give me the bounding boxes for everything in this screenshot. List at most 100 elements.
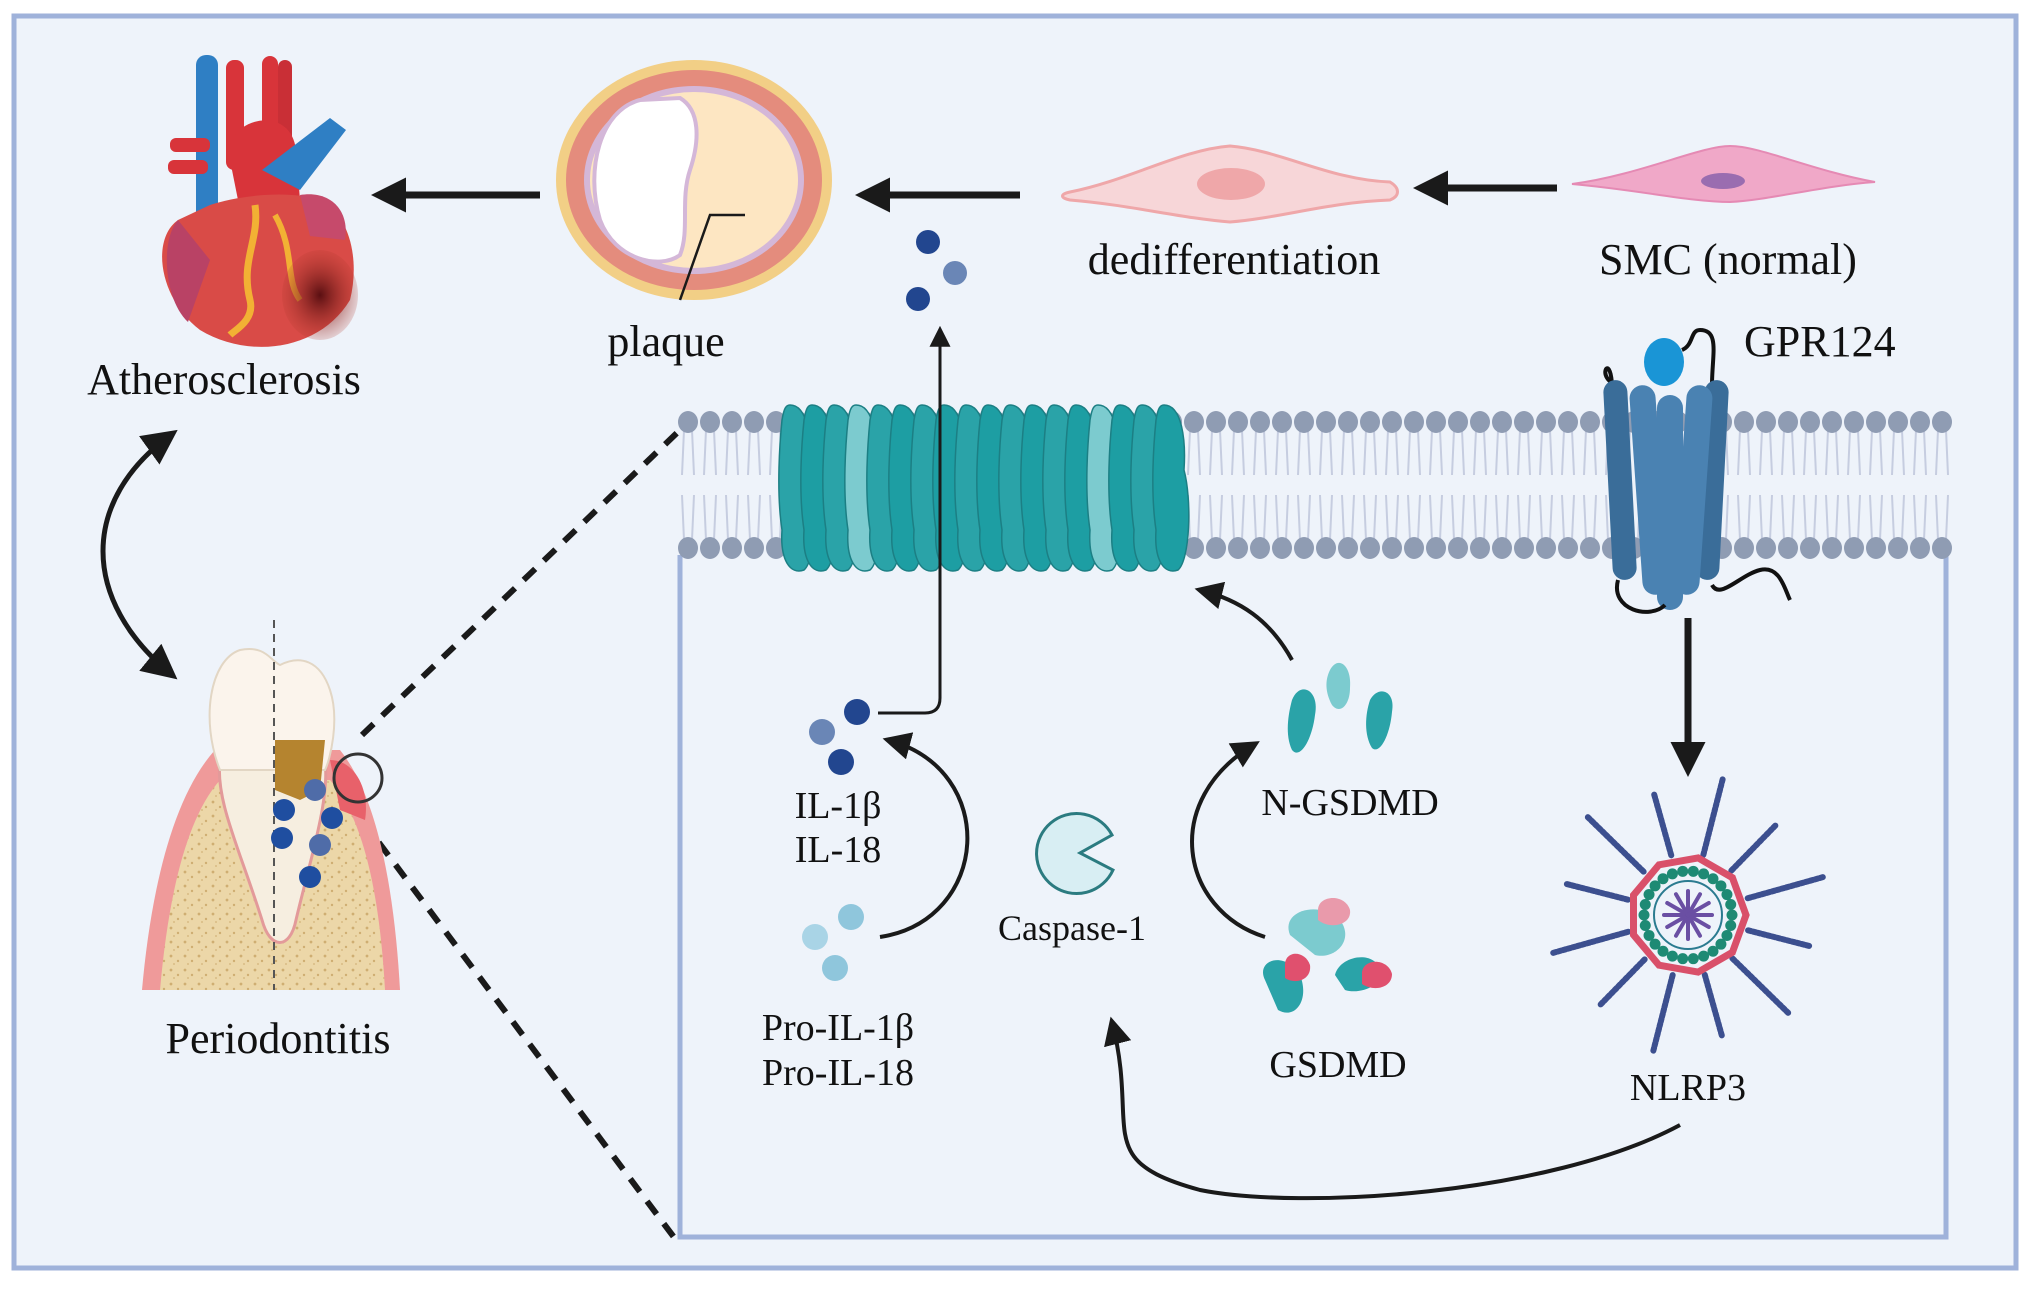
lipid-head [1382,537,1402,559]
lipid-head [1558,537,1578,559]
lipid-head [1382,411,1402,433]
lipid-head [1404,537,1424,559]
nlrp3-bead [1643,929,1655,941]
lipid-head [1932,537,1952,559]
lipid-head [1778,537,1798,559]
lipid-head [1734,537,1754,559]
lipid-head [1184,537,1204,559]
periodontitis-label: Periodontitis [166,1014,391,1063]
inflammasome-icon [1550,776,1826,1054]
lipid-head [1470,537,1490,559]
n-gsdmd-label: N-GSDMD [1261,782,1438,824]
lipid-head [1778,411,1798,433]
gasdermin-subunit [1152,404,1190,572]
lipid-head [1426,411,1446,433]
cytokine-released-2 [943,261,967,285]
lipid-head [1756,411,1776,433]
nlrp3-core-spoke [1686,901,1711,917]
nlrp3-bead [1649,938,1661,950]
lipid-head [744,411,764,433]
nlrp3-bead [1707,873,1719,885]
heart-icon [162,55,358,347]
nlrp3-bead [1666,950,1678,962]
lipid-head [1448,411,1468,433]
nlrp3-bead [1726,909,1738,921]
nlrp3-bead [1657,945,1669,957]
asc-filament [1744,874,1826,902]
nlrp3-core-spoke [1686,913,1711,929]
nlrp3-bead [1639,898,1651,910]
lipid-head [1360,537,1380,559]
asc-filament [1729,955,1792,1016]
asc-filament [1728,822,1779,874]
zoom-line-bottom [359,818,679,1242]
nlrp3-bead [1643,889,1655,901]
lipid-head [1910,411,1930,433]
lipid-head [1514,537,1534,559]
il-mature-1 [809,719,835,745]
lipid-head [1316,411,1336,433]
nlrp3-bead [1687,865,1699,877]
lipid-head [1888,411,1908,433]
plaque-label: plaque [607,317,724,366]
lipid-head [1492,411,1512,433]
gpr124-label: GPR124 [1744,317,1896,366]
asc-filament [1701,971,1725,1039]
asc-filament [1597,956,1648,1008]
asc-filament [1584,814,1647,875]
asc-filament [1550,928,1632,956]
nlrp3-core-spoke [1674,913,1690,938]
lipid-head [1580,411,1600,433]
nlrp3-bead [1639,920,1651,932]
lipid-head [1756,537,1776,559]
dedifferentiation-label: dedifferentiation [1088,235,1380,284]
lipid-head [1294,411,1314,433]
zoom-line-top [359,427,683,738]
lipid-head [1360,411,1380,433]
lipid-head [1734,411,1754,433]
artery-cross-section-icon [556,60,832,301]
nlrp3-bead [1687,953,1699,965]
lipid-head [1800,537,1820,559]
lipid-head [1888,537,1908,559]
lipid-head [1492,537,1512,559]
lipid-head [1822,537,1842,559]
lipid-head [722,411,742,433]
lipid-head [1866,537,1886,559]
pro-il18-label: Pro-IL-18 [762,1052,914,1094]
lipid-head [1448,537,1468,559]
lipid-head [1228,537,1248,559]
nlrp3-inner-ring [1653,880,1723,950]
dedifferentiated-smc-icon [1061,144,1399,224]
pro-il1b-label: Pro-IL-1β [762,1007,914,1049]
lipid-head [1206,411,1226,433]
lipid-head [1536,411,1556,433]
il-mature-2 [844,699,870,725]
outer-frame [11,13,2019,1271]
nlrp3-bead [1698,868,1710,880]
nlrp3-bead [1638,909,1650,921]
lipid-head [1404,411,1424,433]
lipid-head [1338,411,1358,433]
gasdermin-pore-icon [778,404,1190,572]
pro-il-1 [802,924,828,950]
smc-normal-label: SMC (normal) [1599,235,1857,284]
nlrp3-bead [1677,865,1689,877]
nlrp3-bead [1721,889,1733,901]
asc-filament [1700,776,1726,858]
cytokine-released-1 [916,230,940,254]
nlrp3-bead [1715,880,1727,892]
asc-filament [1745,927,1813,949]
lipid-head [700,411,720,433]
gsdmd-icon [1263,897,1392,1013]
pro-il-2 [838,904,864,930]
lipid-head [1932,411,1952,433]
asc-filament [1651,791,1675,859]
lipid-head [1426,537,1446,559]
lipid-head [744,537,764,559]
lipid-head [1272,537,1292,559]
smooth-muscle-cell-icon [1571,144,1876,204]
asc-filament [1650,972,1676,1054]
lipid-head [1250,411,1270,433]
